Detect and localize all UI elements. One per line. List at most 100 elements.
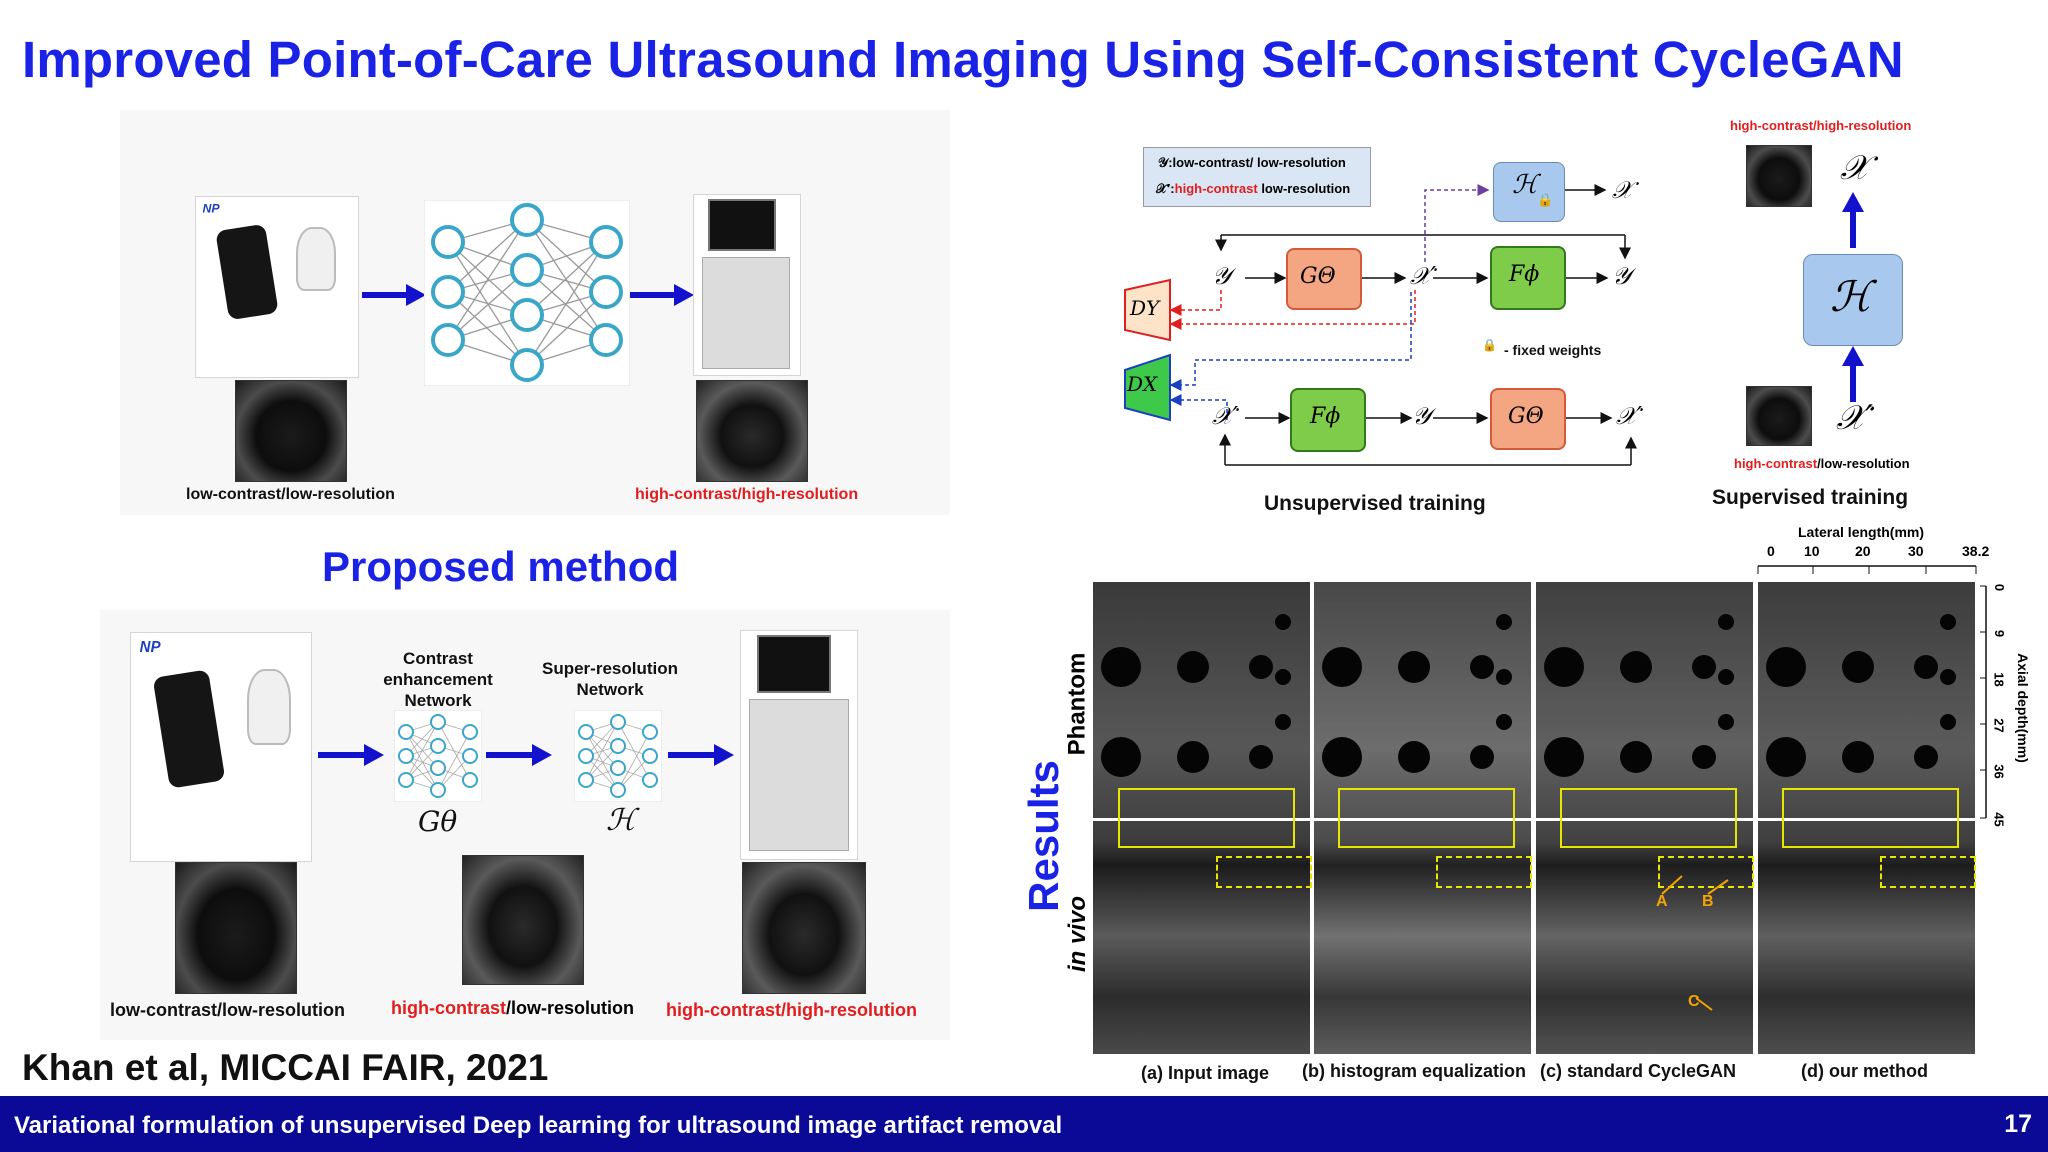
roi-box-b: [1436, 856, 1532, 888]
proposed-label-2: high-contrast/low-resolution: [391, 998, 634, 1019]
g-box-bottom: [1490, 388, 1566, 450]
lateral-tick-10: 10: [1804, 543, 1820, 559]
marker-a: A: [1656, 893, 1668, 910]
cart-screen-2: [757, 635, 831, 693]
axial-tick-36: 36: [1991, 764, 2007, 779]
g-label-top: GΘ: [1300, 264, 1336, 289]
results-side-title: Results: [1019, 760, 1067, 912]
supervised-h-box: [1803, 254, 1903, 346]
zoom-box-b: [1338, 788, 1515, 848]
sr-label-line-2: Network: [576, 680, 644, 699]
cart-system-image: [693, 194, 801, 376]
fixed-weights-label: - fixed weights: [1504, 342, 1602, 358]
axial-axis: [1980, 585, 1987, 819]
lateral-tick-382: 38.2: [1962, 543, 1990, 559]
dx-label: DX: [1127, 372, 1158, 396]
y-top-left: 𝒴: [1212, 262, 1231, 290]
lateral-axis-title: Lateral length(mm): [1798, 524, 1925, 540]
supervised-arrow-up-top: [1842, 192, 1864, 248]
citation: Khan et al, MICCAI FAIR, 2021: [22, 1047, 549, 1088]
sr-label-line-1: Super-resolution: [541, 659, 678, 678]
axial-tick-18: 18: [1991, 672, 2007, 687]
slide-title: Improved Point-of-Care Ultrasound Imagin…: [22, 31, 1904, 88]
cyclegan-diagram: [1124, 184, 1637, 466]
legend-x-symbol: 𝒳′:: [1156, 181, 1175, 196]
legend-y: 𝒴:low-contrast/ low-resolution: [1158, 155, 1346, 170]
h-symbol: ℋ: [606, 803, 636, 838]
roi-box-a: [1216, 856, 1312, 888]
caption-d: (d) our method: [1801, 1061, 1928, 1081]
supervised-input-image: [1746, 386, 1812, 446]
phantom-targets: [1101, 614, 1956, 777]
footer-text: Variational formulation of unsupervised …: [14, 1112, 1063, 1139]
dy-label: DY: [1130, 296, 1160, 320]
axial-tick-27: 27: [1991, 718, 2007, 733]
f-label-top: Fϕ: [1509, 262, 1540, 287]
g-theta-symbol: Gθ: [418, 805, 458, 838]
intermediate-image: [462, 855, 584, 985]
sr-network-label: Super-resolution Network: [520, 658, 700, 700]
footer-bar: [0, 1096, 2048, 1152]
phone-image-2: [152, 669, 226, 789]
cart-screen: [708, 199, 776, 251]
output-ultrasound-image: [696, 380, 808, 482]
g-label-bottom: GΘ: [1508, 404, 1544, 429]
supervised-bottom-label: high-contrast/low-resolution: [1734, 456, 1910, 471]
diagram-legend: 𝒴:low-contrast/ low-resolution 𝒳′:high-c…: [1143, 147, 1371, 207]
small-network-icon-1: [394, 710, 482, 802]
x-prime-top: 𝒳′: [1410, 262, 1437, 290]
y-bottom: 𝒴: [1412, 402, 1431, 430]
proposed-arrow-1: [318, 744, 384, 766]
sup-bottom-red: high-contrast: [1734, 456, 1818, 471]
lateral-tick-20: 20: [1855, 543, 1871, 559]
proposed-output-image: [742, 862, 866, 994]
caption-a: (a) Input image: [1141, 1063, 1270, 1083]
lateral-tick-30: 30: [1908, 543, 1924, 559]
axial-tick-45: 45: [1991, 812, 2007, 827]
fixed-weights-lock-icon: 🔒: [1482, 338, 1497, 352]
proposed-cart-image: [740, 630, 858, 860]
phone-image: [215, 223, 279, 321]
supervised-h-label: ℋ: [1830, 272, 1872, 321]
row-label-invivo: in vivo: [1064, 895, 1092, 973]
contrast-network-label: Contrast enhancement Network: [368, 648, 508, 711]
x-prime-bottom-right: 𝒳′: [1616, 402, 1643, 430]
proposed-pocus-device-image: ᴺᴾ: [130, 632, 312, 862]
zoom-box-c: [1560, 788, 1737, 848]
page-number: 17: [2004, 1110, 2032, 1138]
arrow-2: [630, 284, 694, 306]
roi-box-c: [1658, 856, 1754, 888]
phantom-invivo-separator: [1093, 818, 1983, 821]
lateral-axis: [1757, 565, 1977, 574]
proposed-arrow-2: [486, 744, 552, 766]
small-network-icon-2: [574, 710, 662, 802]
axial-tick-9: 9: [1992, 629, 2008, 638]
np-logo-2: ᴺᴾ: [139, 637, 160, 662]
g-box-top: [1286, 248, 1362, 310]
cart-body-2: [749, 699, 849, 851]
marker-b: B: [1702, 893, 1714, 910]
cart-body: [702, 257, 790, 369]
legend-x-red: high-contrast: [1174, 181, 1258, 196]
contrast-label-line-2: enhancement: [383, 670, 493, 689]
f-box-bottom: [1290, 388, 1366, 452]
proposed-label-3: high-contrast/high-resolution: [666, 1000, 917, 1020]
proposed-arrow-3: [668, 744, 734, 766]
probe-image-2: [247, 669, 291, 745]
marker-c: C: [1688, 993, 1700, 1010]
roi-box-d: [1880, 856, 1976, 888]
caption-b: (b) histogram equalization: [1302, 1061, 1527, 1081]
supervised-top-label: high-contrast/high-resolution: [1730, 118, 1912, 133]
supervised-arrow-up-bottom: [1842, 346, 1864, 402]
supervised-x: 𝒳: [1840, 148, 1870, 188]
x-prime-bottom-left: 𝒳′: [1212, 402, 1239, 430]
legend-x: 𝒳′:high-contrast low-resolution: [1156, 181, 1350, 197]
contrast-label-line-3: Network: [404, 691, 472, 710]
proposed-input-image: [175, 862, 297, 994]
zoom-box-a: [1118, 788, 1295, 848]
row-label-phantom: Phantom: [1063, 652, 1091, 756]
proposed-label-2-black: /low-resolution: [506, 998, 634, 1018]
caption-c: (c) standard CycleGAN: [1540, 1061, 1737, 1081]
sup-bottom-black: /low-resolution: [1817, 456, 1910, 471]
lateral-tick-0: 0: [1767, 543, 1775, 559]
